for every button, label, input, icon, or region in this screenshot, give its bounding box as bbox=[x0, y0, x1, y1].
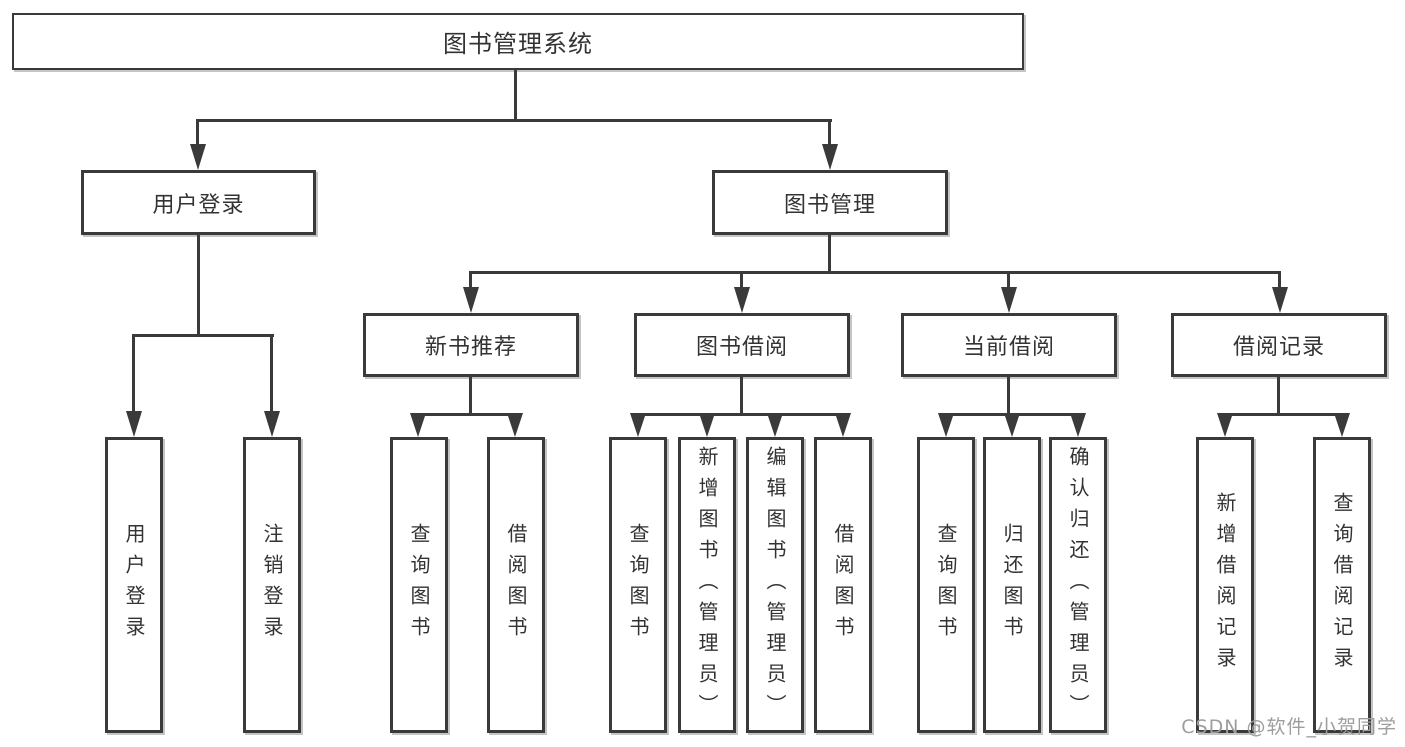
leaf-edit-books-admin: 编辑图书（管理员） bbox=[746, 437, 804, 733]
connector-bar bbox=[469, 271, 1281, 274]
connector-drop bbox=[740, 271, 743, 291]
node-library-management-system: 图书管理系统 bbox=[12, 13, 1024, 70]
leaf-label: 注销登录 bbox=[260, 523, 284, 647]
arrowhead-down-icon bbox=[630, 413, 646, 437]
node-current-borrowing: 当前借阅 bbox=[901, 313, 1117, 377]
connector-drop bbox=[1007, 271, 1010, 291]
arrowhead-down-icon bbox=[1070, 413, 1086, 437]
leaf-label: 借阅图书 bbox=[504, 523, 528, 647]
arrowhead-down-icon bbox=[1004, 413, 1020, 437]
arrowhead-down-icon bbox=[699, 413, 715, 437]
connector-stem bbox=[469, 377, 472, 415]
leaf-query-books-recommend: 查询图书 bbox=[390, 437, 448, 733]
arrowhead-down-icon bbox=[507, 413, 523, 437]
leaf-label: 查询图书 bbox=[407, 523, 431, 647]
leaf-label: 借阅图书 bbox=[831, 523, 855, 647]
arrowhead-down-icon bbox=[463, 287, 479, 313]
connector-stem bbox=[514, 69, 517, 122]
leaf-user-login: 用户登录 bbox=[105, 437, 163, 733]
connector-drop bbox=[132, 334, 135, 413]
leaf-label: 编辑图书（管理员） bbox=[763, 445, 787, 725]
connector-stem bbox=[1277, 377, 1280, 415]
arrowhead-down-icon bbox=[1334, 413, 1350, 437]
arrowhead-down-icon bbox=[734, 287, 750, 313]
connector-stem bbox=[197, 235, 200, 337]
connector-drop bbox=[828, 119, 831, 149]
arrowhead-down-icon bbox=[410, 413, 426, 437]
leaf-add-books-admin: 新增图书（管理员） bbox=[678, 437, 736, 733]
node-label: 图书借阅 bbox=[695, 335, 788, 360]
leaf-label: 新增图书（管理员） bbox=[695, 445, 719, 725]
connector-drop bbox=[270, 334, 273, 413]
leaf-query-borrow-record: 查询借阅记录 bbox=[1313, 437, 1371, 733]
connector-drop bbox=[1278, 271, 1281, 291]
connector-bar bbox=[416, 413, 517, 416]
arrowhead-down-icon bbox=[126, 411, 142, 437]
leaf-label: 查询图书 bbox=[626, 523, 650, 647]
connector-bar bbox=[636, 413, 845, 416]
node-label: 图书管理系统 bbox=[443, 30, 593, 58]
leaf-borrow-books-borrowing: 借阅图书 bbox=[814, 437, 872, 733]
leaf-label: 新增借阅记录 bbox=[1213, 492, 1237, 678]
arrowhead-down-icon bbox=[1272, 287, 1288, 313]
leaf-label: 查询借阅记录 bbox=[1330, 492, 1354, 678]
arrowhead-down-icon bbox=[1217, 413, 1233, 437]
node-user-login: 用户登录 bbox=[81, 170, 316, 235]
node-label: 用户登录 bbox=[152, 192, 245, 218]
node-book-borrowing: 图书借阅 bbox=[634, 313, 850, 377]
arrowhead-down-icon bbox=[835, 413, 851, 437]
leaf-label: 查询图书 bbox=[934, 523, 958, 647]
leaf-logout: 注销登录 bbox=[243, 437, 301, 733]
leaf-confirm-return-admin: 确认归还（管理员） bbox=[1049, 437, 1107, 733]
leaf-add-borrow-record: 新增借阅记录 bbox=[1196, 437, 1254, 733]
arrowhead-down-icon bbox=[1001, 287, 1017, 313]
leaf-return-books: 归还图书 bbox=[983, 437, 1041, 733]
connector-stem bbox=[740, 377, 743, 415]
leaf-label: 确认归还（管理员） bbox=[1066, 445, 1090, 725]
leaf-borrow-books-recommend: 借阅图书 bbox=[487, 437, 545, 733]
arrowhead-down-icon bbox=[938, 413, 954, 437]
arrowhead-down-icon bbox=[767, 413, 783, 437]
node-label: 借阅记录 bbox=[1232, 335, 1325, 360]
node-book-management: 图书管理 bbox=[712, 170, 948, 235]
node-label: 当前借阅 bbox=[962, 335, 1055, 360]
arrowhead-down-icon bbox=[190, 144, 206, 170]
leaf-query-books-current: 查询图书 bbox=[917, 437, 975, 733]
arrowhead-down-icon bbox=[822, 144, 838, 170]
arrowhead-down-icon bbox=[264, 411, 280, 437]
node-label: 新书推荐 bbox=[424, 335, 517, 360]
node-new-book-recommend: 新书推荐 bbox=[363, 313, 579, 377]
connector-drop bbox=[196, 119, 199, 149]
connector-stem bbox=[828, 235, 831, 274]
leaf-label: 归还图书 bbox=[1000, 523, 1024, 647]
connector-drop bbox=[469, 271, 472, 291]
node-label: 图书管理 bbox=[783, 192, 876, 218]
connector-bar bbox=[196, 119, 832, 122]
leaf-label: 用户登录 bbox=[122, 523, 146, 647]
connector-bar bbox=[1223, 413, 1344, 416]
node-borrowing-records: 借阅记录 bbox=[1171, 313, 1387, 377]
leaf-query-books-borrowing: 查询图书 bbox=[609, 437, 667, 733]
csdn-watermark: CSDN @软件_小贺同学 bbox=[1181, 716, 1397, 738]
connector-stem bbox=[1007, 377, 1010, 415]
connector-bar bbox=[132, 334, 274, 337]
